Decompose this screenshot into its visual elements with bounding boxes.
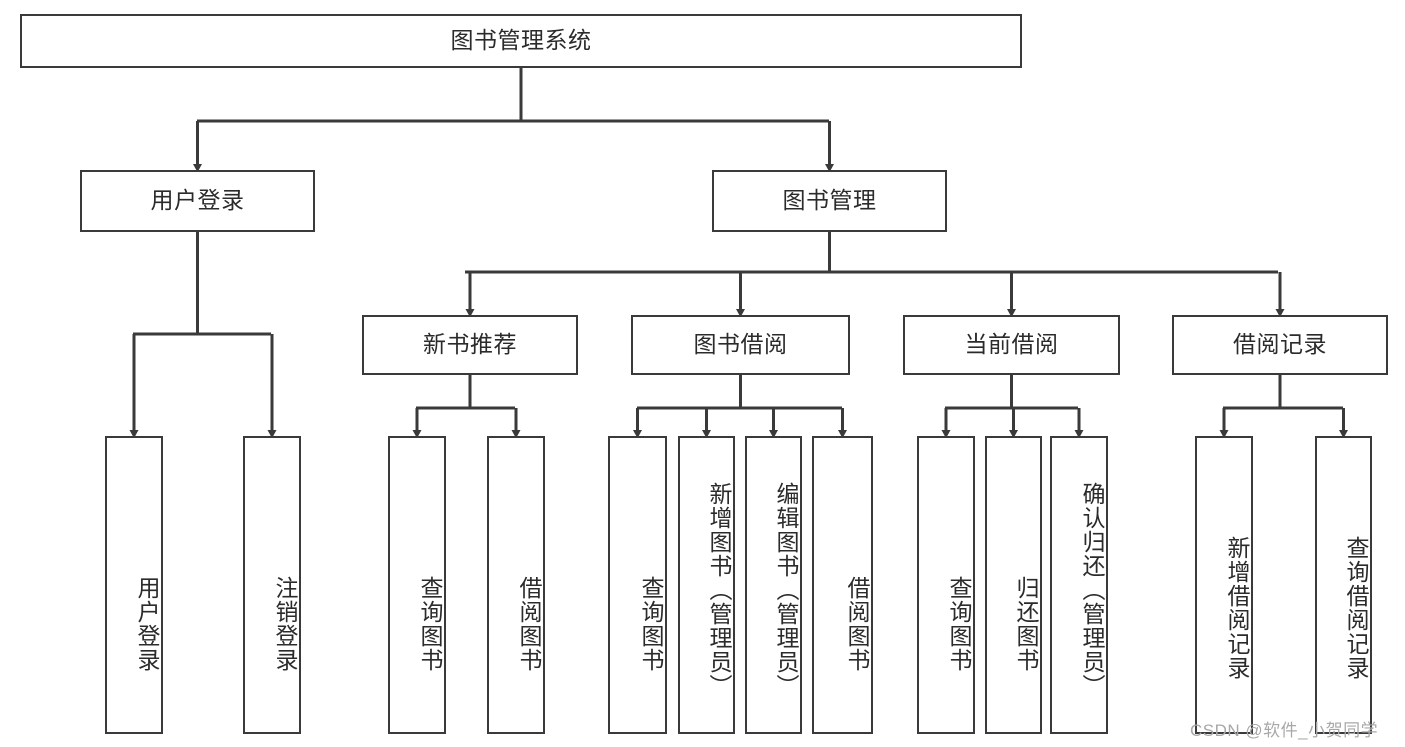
node-book-manage[interactable]: 图书管理 — [712, 170, 947, 232]
node-leaf-user-logout[interactable]: 注销登录 — [243, 436, 301, 734]
node-leaf-user-login[interactable]: 用户登录 — [105, 436, 163, 734]
csdn-watermark: CSDN @软件_小贺同学 — [1190, 721, 1379, 740]
node-leaf-add-borrow-record[interactable]: 新增借阅记录 — [1195, 436, 1253, 734]
node-root[interactable]: 图书管理系统 — [20, 14, 1022, 68]
node-leaf-query-book[interactable]: 查询图书 — [608, 436, 667, 734]
node-borrow-record[interactable]: 借阅记录 — [1172, 315, 1388, 375]
node-current-borrow[interactable]: 当前借阅 — [903, 315, 1120, 375]
node-leaf-query-book-recommend[interactable]: 查询图书 — [388, 436, 446, 734]
node-book-borrow[interactable]: 图书借阅 — [631, 315, 850, 375]
node-leaf-edit-book-admin[interactable]: 编辑图书（管理员） — [745, 436, 802, 734]
node-leaf-borrow-book[interactable]: 借阅图书 — [812, 436, 873, 734]
node-leaf-add-book-admin[interactable]: 新增图书（管理员） — [678, 436, 735, 734]
edge-paths — [129, 68, 1349, 439]
node-leaf-confirm-return-admin[interactable]: 确认归还（管理员） — [1050, 436, 1108, 734]
node-leaf-query-borrow-record[interactable]: 查询借阅记录 — [1315, 436, 1372, 734]
node-user-login[interactable]: 用户登录 — [80, 170, 315, 232]
node-leaf-query-book-current[interactable]: 查询图书 — [917, 436, 975, 734]
node-leaf-borrow-book-recommend[interactable]: 借阅图书 — [487, 436, 545, 734]
node-new-book-recommend[interactable]: 新书推荐 — [362, 315, 578, 375]
node-leaf-return-book[interactable]: 归还图书 — [985, 436, 1042, 734]
